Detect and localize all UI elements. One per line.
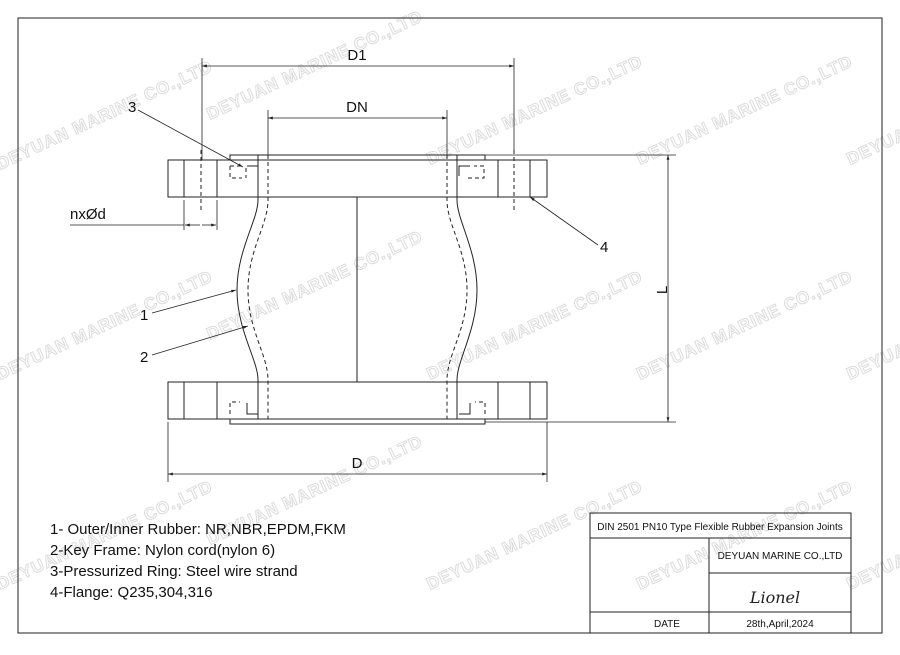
legend-item-flange: 4-Flange: Q235,304,316 xyxy=(50,584,213,601)
date-label: DATE xyxy=(654,619,680,630)
l-label: L xyxy=(654,286,671,294)
legend-item-key-frame: 2-Key Frame: Nylon cord(nylon 6) xyxy=(50,542,276,559)
bottom-flange xyxy=(167,381,548,420)
legend-item-ring: 3-Pressurized Ring: Steel wire strand xyxy=(50,563,298,580)
dimension-lines xyxy=(70,58,676,482)
callout-1: 1 xyxy=(140,307,148,324)
legend-item-rubber: 1- Outer/Inner Rubber: NR,NBR,EPDM,FKM xyxy=(50,521,346,538)
holes-label: nxØd xyxy=(70,206,106,223)
expansion-joint-drawing xyxy=(167,150,548,425)
title-block: DIN 2501 PN10 Type Flexible Rubber Expan… xyxy=(589,512,852,634)
watermark-text: DEYUAN MARINE CO.,LTD xyxy=(634,477,856,594)
callout-4: 4 xyxy=(600,239,608,256)
drawing-border xyxy=(17,17,883,634)
watermark-text: DEYUAN MARINE CO.,LTD xyxy=(424,267,646,384)
watermark-text: DEYUAN MARINE CO.,LTD xyxy=(424,477,646,594)
dn-label: DN xyxy=(346,99,368,116)
watermark-text: DEYUAN MARINE CO.,LTD xyxy=(0,57,216,174)
signature: Lionel xyxy=(749,588,800,607)
watermark-text: DEYUAN MARINE CO.,LTD xyxy=(424,52,646,169)
drawing-title: DIN 2501 PN10 Type Flexible Rubber Expan… xyxy=(597,522,843,533)
d1-label: D1 xyxy=(347,47,366,64)
watermark-text: DEYUAN MARINE CO.,LTD xyxy=(634,267,856,384)
watermark-text: DEYUAN MARINE CO.,LTD xyxy=(634,52,856,169)
company-name: DEYUAN MARINE CO.,LTD xyxy=(718,551,843,562)
watermark-text: DEYUAN MARINE CO.,LTD xyxy=(204,7,426,124)
top-flange xyxy=(167,159,548,198)
watermark-text: DEYUAN MARINE CO.,LTD xyxy=(0,267,216,384)
d-label: D xyxy=(352,455,363,472)
callout-2: 2 xyxy=(140,349,148,366)
callout-3: 3 xyxy=(128,99,136,116)
date-value: 28th,April,2024 xyxy=(746,619,814,630)
